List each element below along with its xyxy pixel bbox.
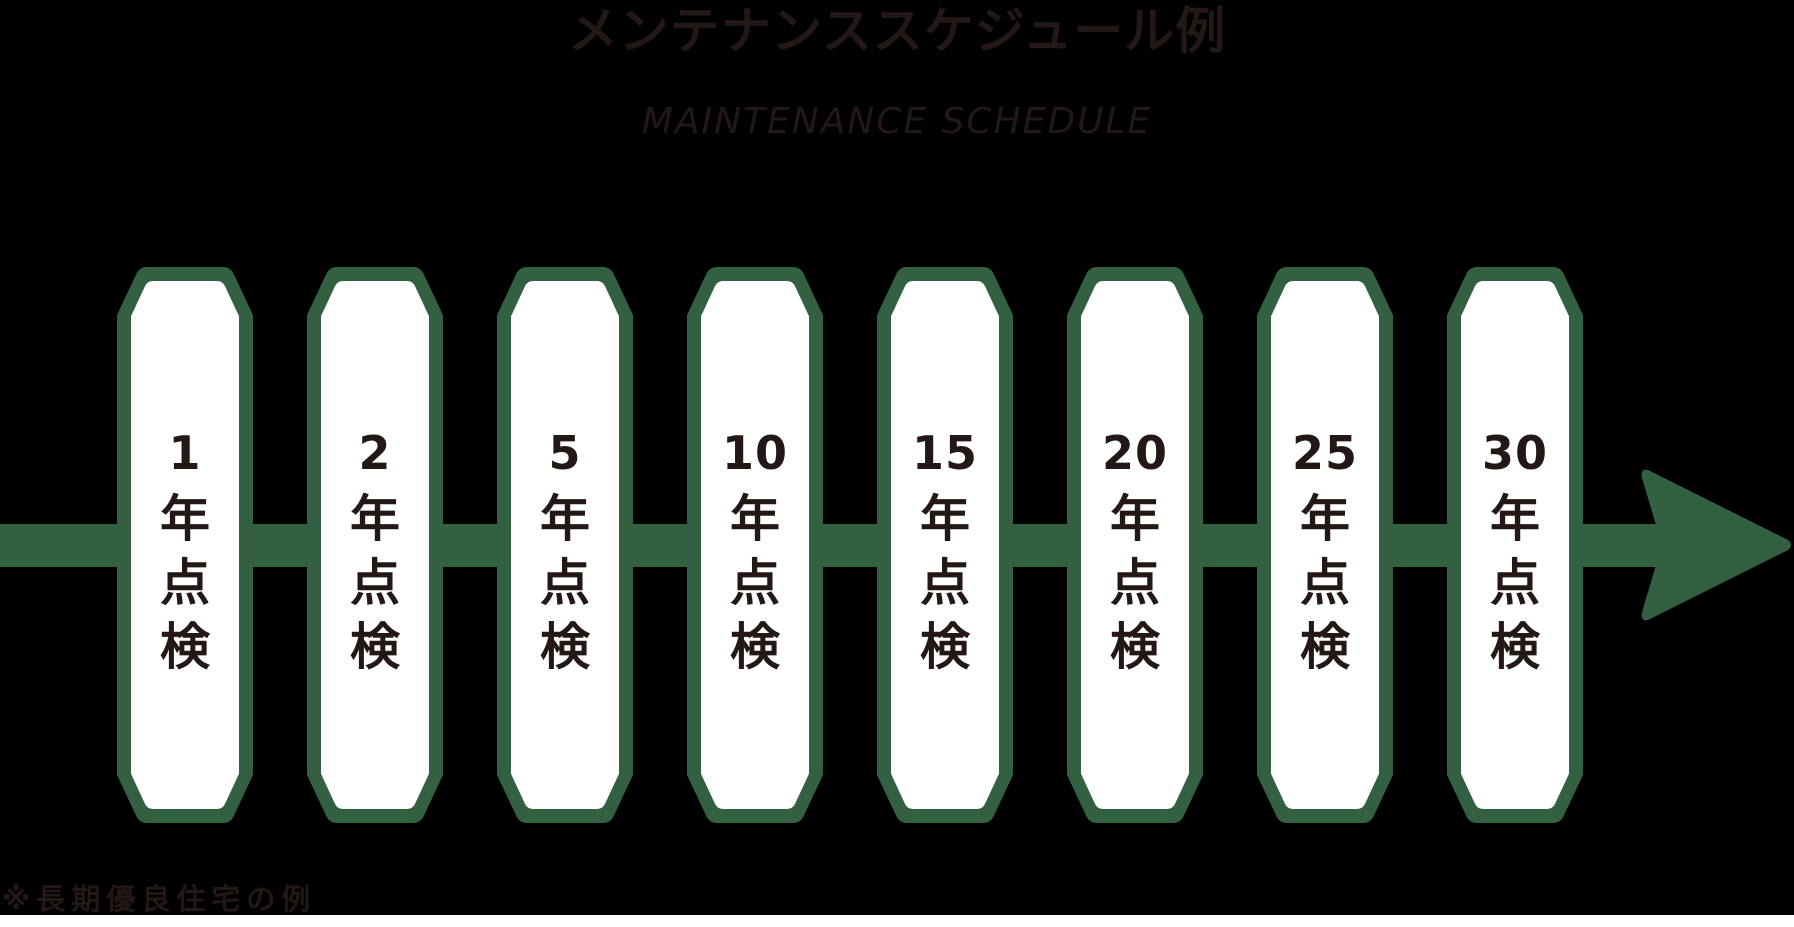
milestone-years: 30 [1481, 426, 1548, 480]
milestone-unit: 年 [1300, 490, 1350, 548]
milestone-label-char: 検 [1490, 618, 1540, 676]
footnote: ※長期優良住宅の例 [2, 882, 317, 915]
milestone-unit: 年 [920, 490, 970, 548]
milestone-years: 20 [1101, 426, 1168, 480]
milestone-label-char: 検 [160, 618, 210, 676]
page-subtitle: MAINTENANCE SCHEDULE [641, 101, 1153, 142]
milestone-label-char: 検 [1110, 618, 1160, 676]
milestone-unit: 年 [540, 490, 590, 548]
milestone-pill: 15 年 点 検 [877, 267, 1013, 823]
milestone-label-char: 検 [350, 618, 400, 676]
milestone-label-char: 検 [730, 618, 780, 676]
milestone-label-char: 点 [730, 554, 780, 612]
milestone-label-char: 点 [160, 554, 210, 612]
milestone-label-char: 点 [1490, 554, 1540, 612]
milestone-pill: 5 年 点 検 [497, 267, 633, 823]
milestone-label-char: 点 [1110, 554, 1160, 612]
milestone-unit: 年 [730, 490, 780, 548]
milestone-label-char: 点 [540, 554, 590, 612]
milestone-label-char: 点 [350, 554, 400, 612]
milestone-unit: 年 [1490, 490, 1540, 548]
milestone-label-char: 検 [920, 618, 970, 676]
milestone-years: 1 [168, 426, 202, 480]
milestone-years: 15 [911, 426, 978, 480]
milestone-years: 10 [721, 426, 788, 480]
milestone-label-char: 点 [1300, 554, 1350, 612]
milestone-years: 2 [358, 426, 392, 480]
milestone-unit: 年 [350, 490, 400, 548]
milestone-pill: 1 年 点 検 [117, 267, 253, 823]
milestone-unit: 年 [160, 490, 210, 548]
milestone-years: 5 [548, 426, 582, 480]
milestone-label-char: 検 [1300, 618, 1350, 676]
page-title: メンテナンススケジュール例 [567, 2, 1227, 60]
milestone-label-char: 検 [540, 618, 590, 676]
milestone-pill: 25 年 点 検 [1257, 267, 1393, 823]
milestone-years: 25 [1291, 426, 1358, 480]
milestone-pill: 2 年 点 検 [307, 267, 443, 823]
milestone-unit: 年 [1110, 490, 1160, 548]
milestone-label-char: 点 [920, 554, 970, 612]
milestone-pill: 20 年 点 検 [1067, 267, 1203, 823]
milestone-pill: 30 年 点 検 [1447, 267, 1583, 823]
milestone-pill: 10 年 点 検 [687, 267, 823, 823]
arrow-right-icon [1641, 469, 1791, 621]
